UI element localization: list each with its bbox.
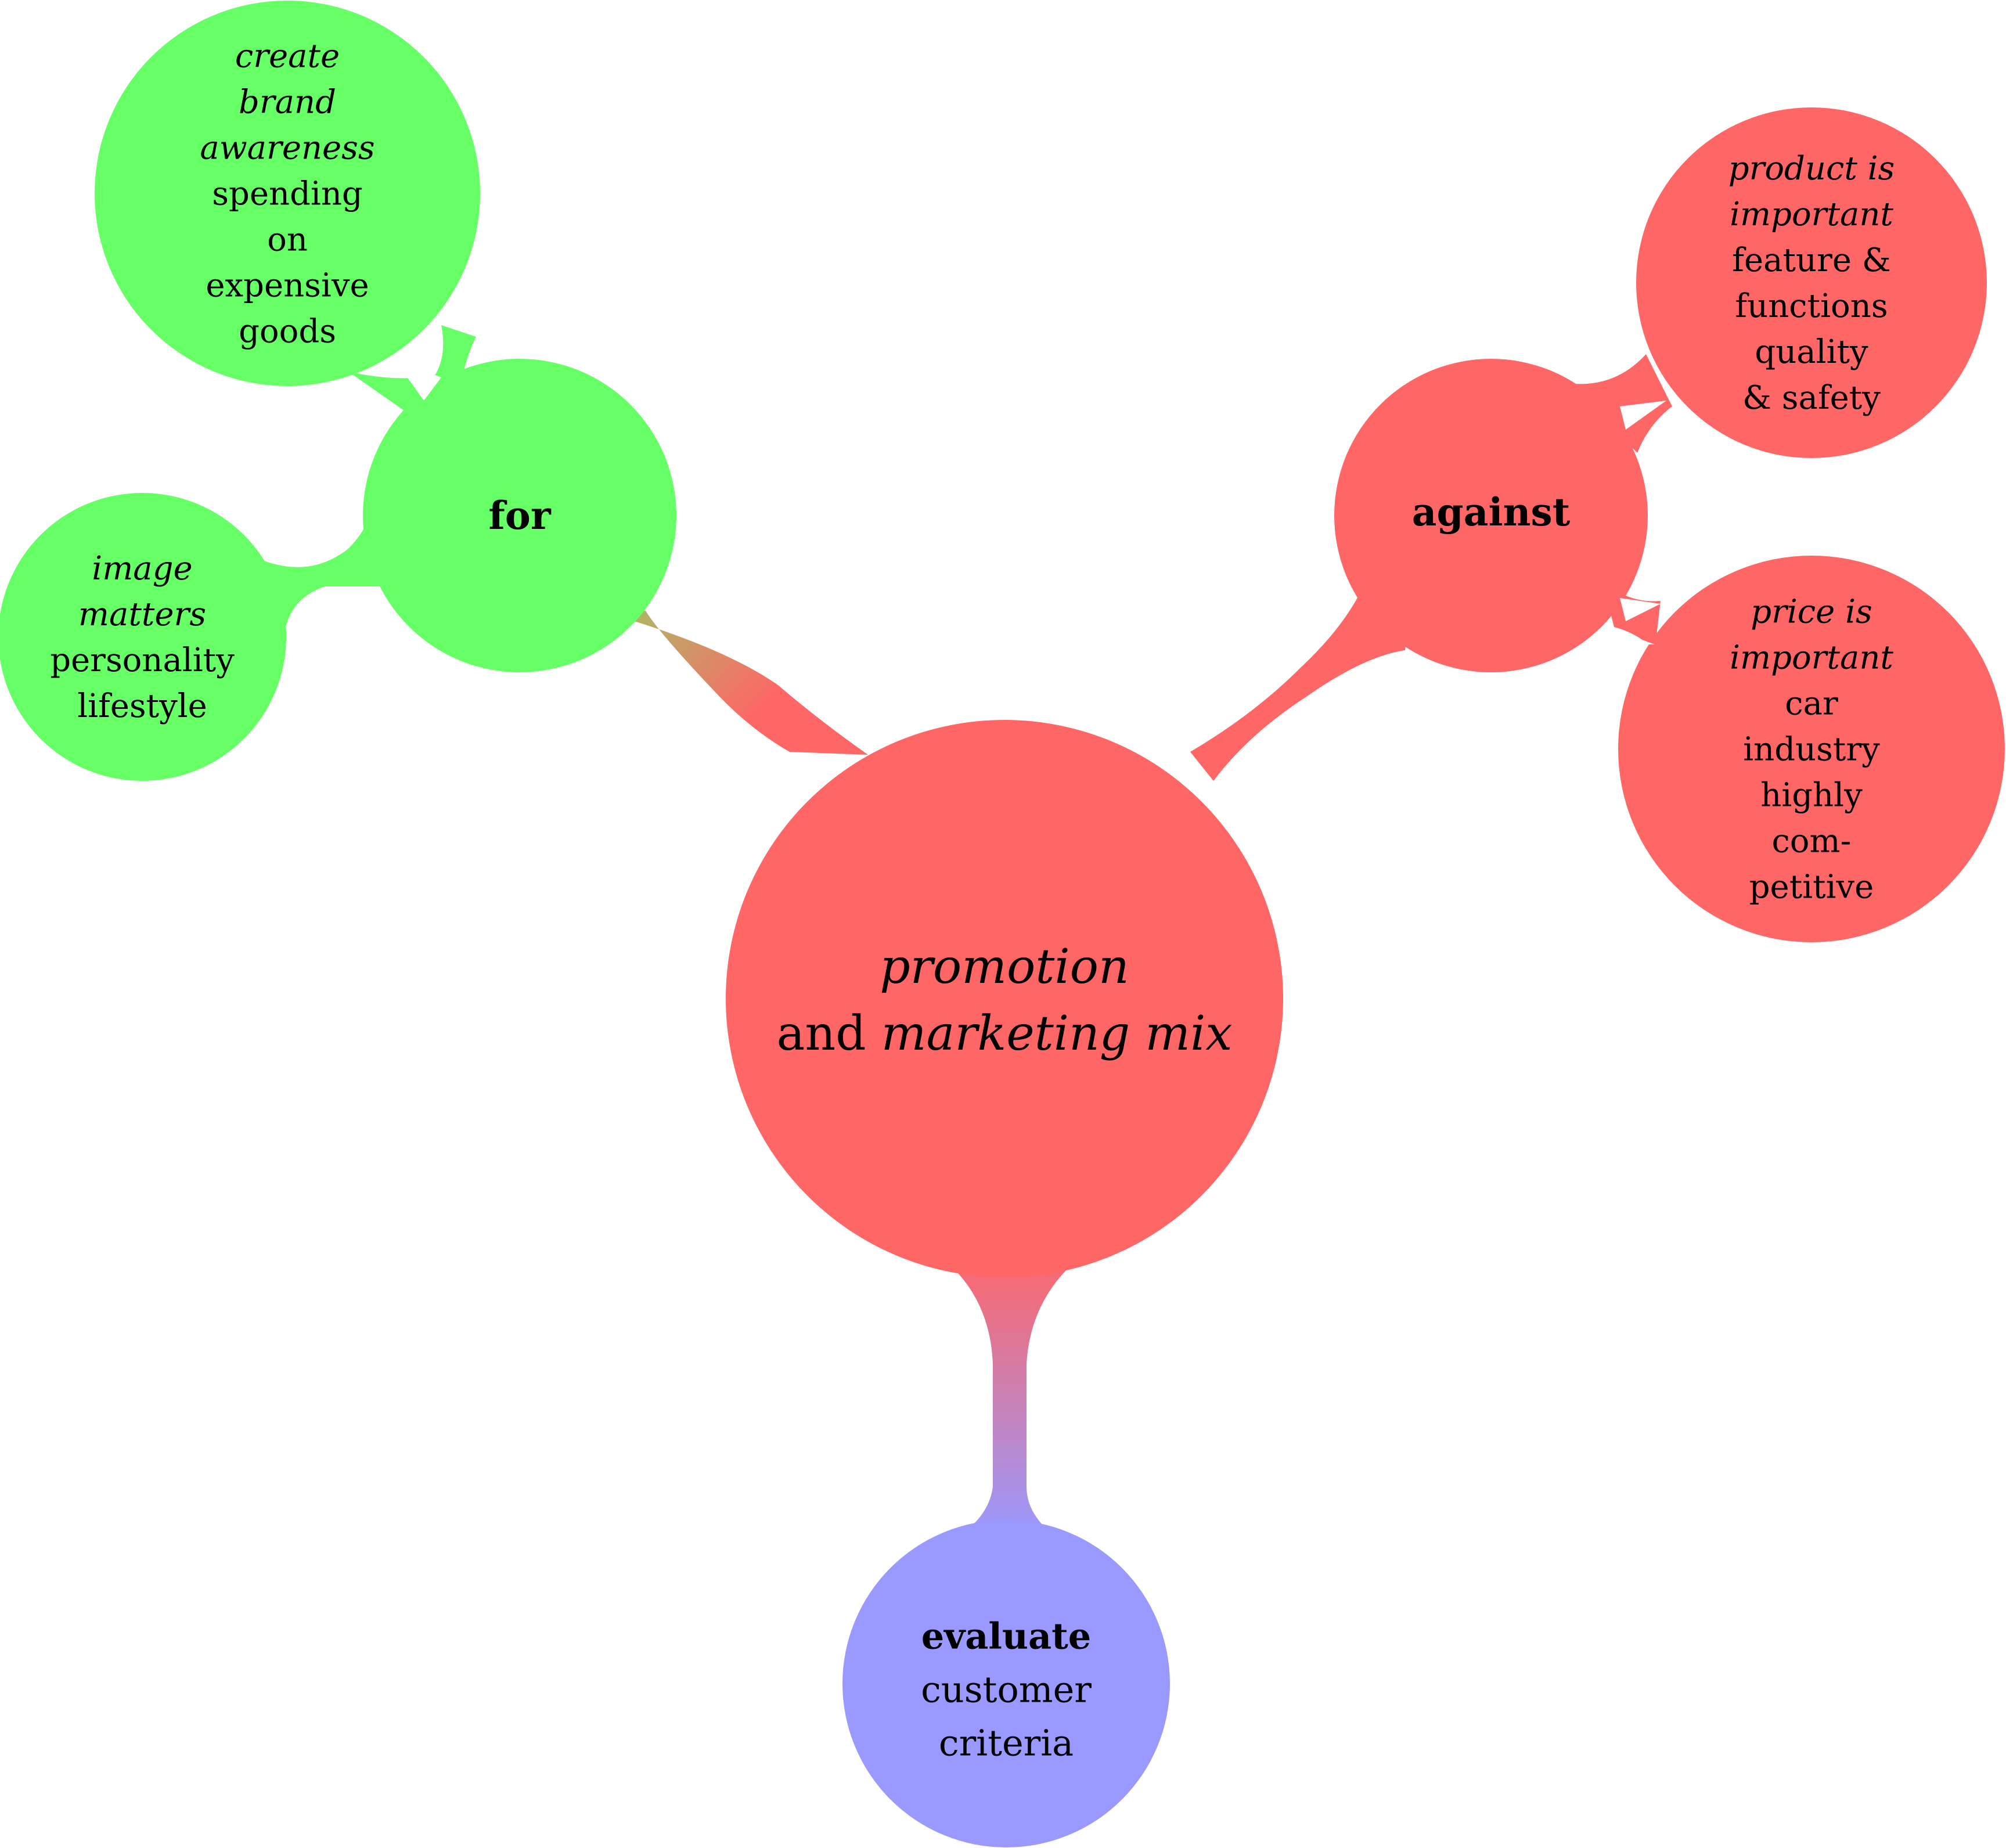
brand-awareness-label-line: create (235, 38, 340, 75)
product-important-label-line: feature & (1732, 242, 1890, 279)
price-important-label-text: car (1785, 685, 1838, 723)
product-important-label-line: quality (1755, 333, 1868, 371)
for-node (363, 359, 676, 672)
brand-awareness-label-line: expensive (206, 267, 369, 305)
image-matters-label: image matters personality lifestyle (50, 550, 235, 725)
product-important-label-text: product is (1728, 150, 1895, 188)
image-matters-label-line: lifestyle (77, 687, 207, 725)
product-important-label-line: important (1730, 196, 1893, 233)
center-label: promotion and marketing mix (776, 939, 1232, 1061)
image-matters-label-line: image (92, 550, 192, 588)
evaluate-label: evaluate customer criteria (921, 1615, 1092, 1764)
image-matters-label-text: matters (78, 596, 206, 633)
center-label-text: promotion (880, 939, 1129, 995)
brand-awareness-label-line: spending (212, 175, 362, 213)
brand-awareness-label-text: goods (239, 313, 336, 351)
product-important-label-line: functions (1735, 287, 1888, 325)
connector-against (1190, 586, 1411, 781)
connector-evaluate (929, 1248, 1092, 1533)
product-important-label-text: important (1730, 196, 1893, 233)
product-important-label-line: & safety (1742, 379, 1881, 417)
connector-against-product (1568, 354, 1672, 453)
image-matters-label-text: lifestyle (77, 687, 207, 725)
price-important-label-line: highly (1760, 777, 1863, 815)
center-label-line: and marketing mix (776, 1006, 1232, 1061)
evaluate-label-line: criteria (939, 1722, 1074, 1764)
price-important-label-text: industry (1743, 731, 1880, 769)
price-important-label-line: important (1730, 639, 1893, 677)
against-label-text: against (1412, 489, 1571, 535)
price-important-label-line: com- (1771, 823, 1851, 860)
price-important-label-line: industry (1743, 731, 1880, 769)
center-node (726, 720, 1283, 1277)
against-label: against (1412, 489, 1571, 535)
brand-awareness-label-text: create (235, 38, 340, 75)
brand-awareness-label-text: awareness (200, 129, 374, 167)
evaluate-label-line: evaluate (921, 1615, 1092, 1658)
product-important-label-text: & safety (1742, 379, 1881, 417)
center-label-text: and (776, 1006, 881, 1061)
evaluate-label-text: evaluate (921, 1615, 1092, 1658)
price-important-node (1618, 556, 2005, 942)
product-important-label-line: product is (1728, 150, 1895, 188)
product-important-label: product is important feature & functions qua… (1728, 150, 1895, 417)
connector-for (595, 610, 868, 755)
connector-for-image (255, 514, 395, 633)
brand-awareness-label-text: spending (212, 175, 362, 213)
for-label-line: for (488, 493, 551, 538)
product-important-label-text: functions (1735, 287, 1888, 325)
price-important-label-text: important (1730, 639, 1893, 677)
price-important-label-text: highly (1760, 777, 1863, 815)
for-label-text: for (488, 493, 551, 538)
price-important-label: price is important car industry highly com-pe… (1730, 593, 1893, 906)
evaluate-label-text: customer (921, 1669, 1092, 1711)
brand-awareness-label-text: expensive (206, 267, 369, 305)
product-important-label-text: feature & (1732, 242, 1890, 279)
brand-awareness-label-text: brand (239, 84, 336, 121)
image-matters-label-line: personality (50, 642, 235, 679)
price-important-label-line: price is (1751, 593, 1872, 631)
for-label: for (488, 493, 551, 538)
product-important-label-text: quality (1755, 333, 1868, 371)
price-important-label-text: petitive (1749, 869, 1874, 906)
image-matters-label-line: matters (78, 596, 206, 633)
evaluate-label-text: criteria (939, 1722, 1074, 1764)
image-matters-node (0, 493, 286, 781)
price-important-label-text: com- (1771, 823, 1851, 860)
price-important-label-line: petitive (1749, 869, 1874, 906)
image-matters-label-text: personality (50, 642, 235, 679)
price-important-label-text: price is (1751, 593, 1872, 631)
product-important-node (1636, 107, 1987, 458)
brand-awareness-label-line: brand (239, 84, 336, 121)
price-important-label-line: car (1785, 685, 1838, 723)
against-node (1334, 359, 1648, 672)
brand-awareness-label-line: on (267, 221, 308, 259)
against-label-line: against (1412, 489, 1571, 535)
brand-awareness-label-line: awareness (200, 129, 374, 167)
center-label-text: marketing mix (881, 1006, 1233, 1061)
brand-awareness-label-text: on (267, 221, 308, 259)
image-matters-label-text: image (92, 550, 192, 588)
brand-awareness-label-line: goods (239, 313, 336, 351)
brand-awareness-node (95, 1, 480, 386)
evaluate-node (842, 1520, 1170, 1847)
brand-awareness-label: create brand awareness spending on expensive g… (200, 38, 374, 351)
evaluate-label-line: customer (921, 1669, 1092, 1711)
center-label-line: promotion (880, 939, 1129, 995)
